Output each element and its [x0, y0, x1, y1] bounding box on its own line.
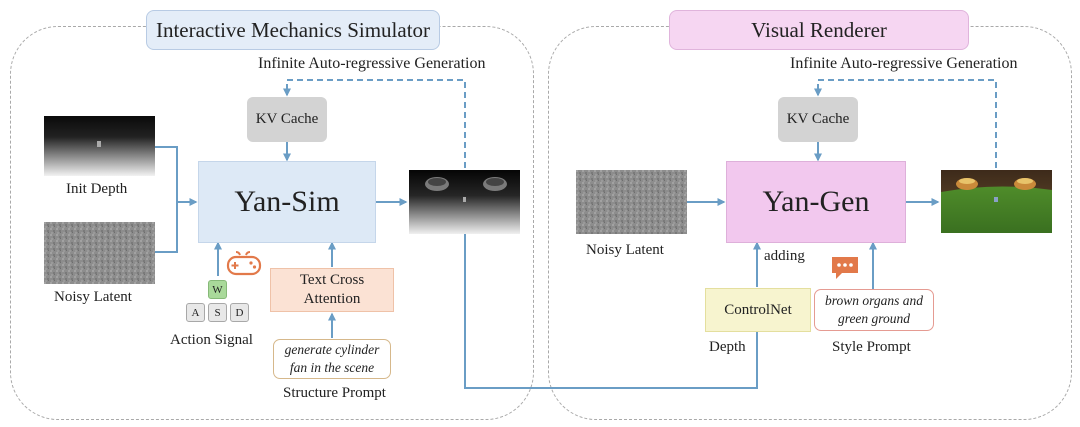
left-noisy-latent-label: Noisy Latent [54, 289, 132, 305]
action-signal-label: Action Signal [170, 332, 253, 348]
renderer-title: Visual Renderer [669, 10, 969, 50]
init-depth-image [44, 116, 155, 176]
yan-gen-block: Yan-Gen [726, 161, 906, 243]
gamepad-icon [226, 251, 262, 276]
structure-prompt-box: generate cylinder fan in the scene [273, 339, 391, 379]
structure-prompt-label: Structure Prompt [283, 385, 386, 401]
style-prompt-label: Style Prompt [832, 339, 911, 355]
key-d: D [230, 303, 249, 322]
right-kv-cache: KV Cache [778, 97, 858, 142]
key-a: A [186, 303, 205, 322]
key-w: W [208, 280, 227, 299]
key-s: S [208, 303, 227, 322]
right-noisy-latent-image [576, 170, 687, 234]
right-loop-label: Infinite Auto-regressive Generation [790, 55, 1018, 72]
left-loop-label: Infinite Auto-regressive Generation [258, 55, 486, 72]
controlnet-block: ControlNet [705, 288, 811, 332]
adding-label: adding [764, 248, 805, 264]
left-kv-cache: KV Cache [247, 97, 327, 142]
style-prompt-box: brown organs and green ground [814, 289, 934, 331]
right-noisy-latent-label: Noisy Latent [586, 242, 664, 258]
left-noisy-latent-image [44, 222, 155, 284]
generated-depth-image [409, 170, 520, 234]
depth-label: Depth [709, 339, 746, 355]
text-cross-attention-block: Text Cross Attention [270, 268, 394, 312]
simulator-title: Interactive Mechanics Simulator [146, 10, 440, 50]
init-depth-label: Init Depth [66, 181, 128, 197]
rendered-scene-image [941, 170, 1052, 233]
yan-sim-block: Yan-Sim [198, 161, 376, 243]
chat-bubble-icon [832, 257, 858, 279]
